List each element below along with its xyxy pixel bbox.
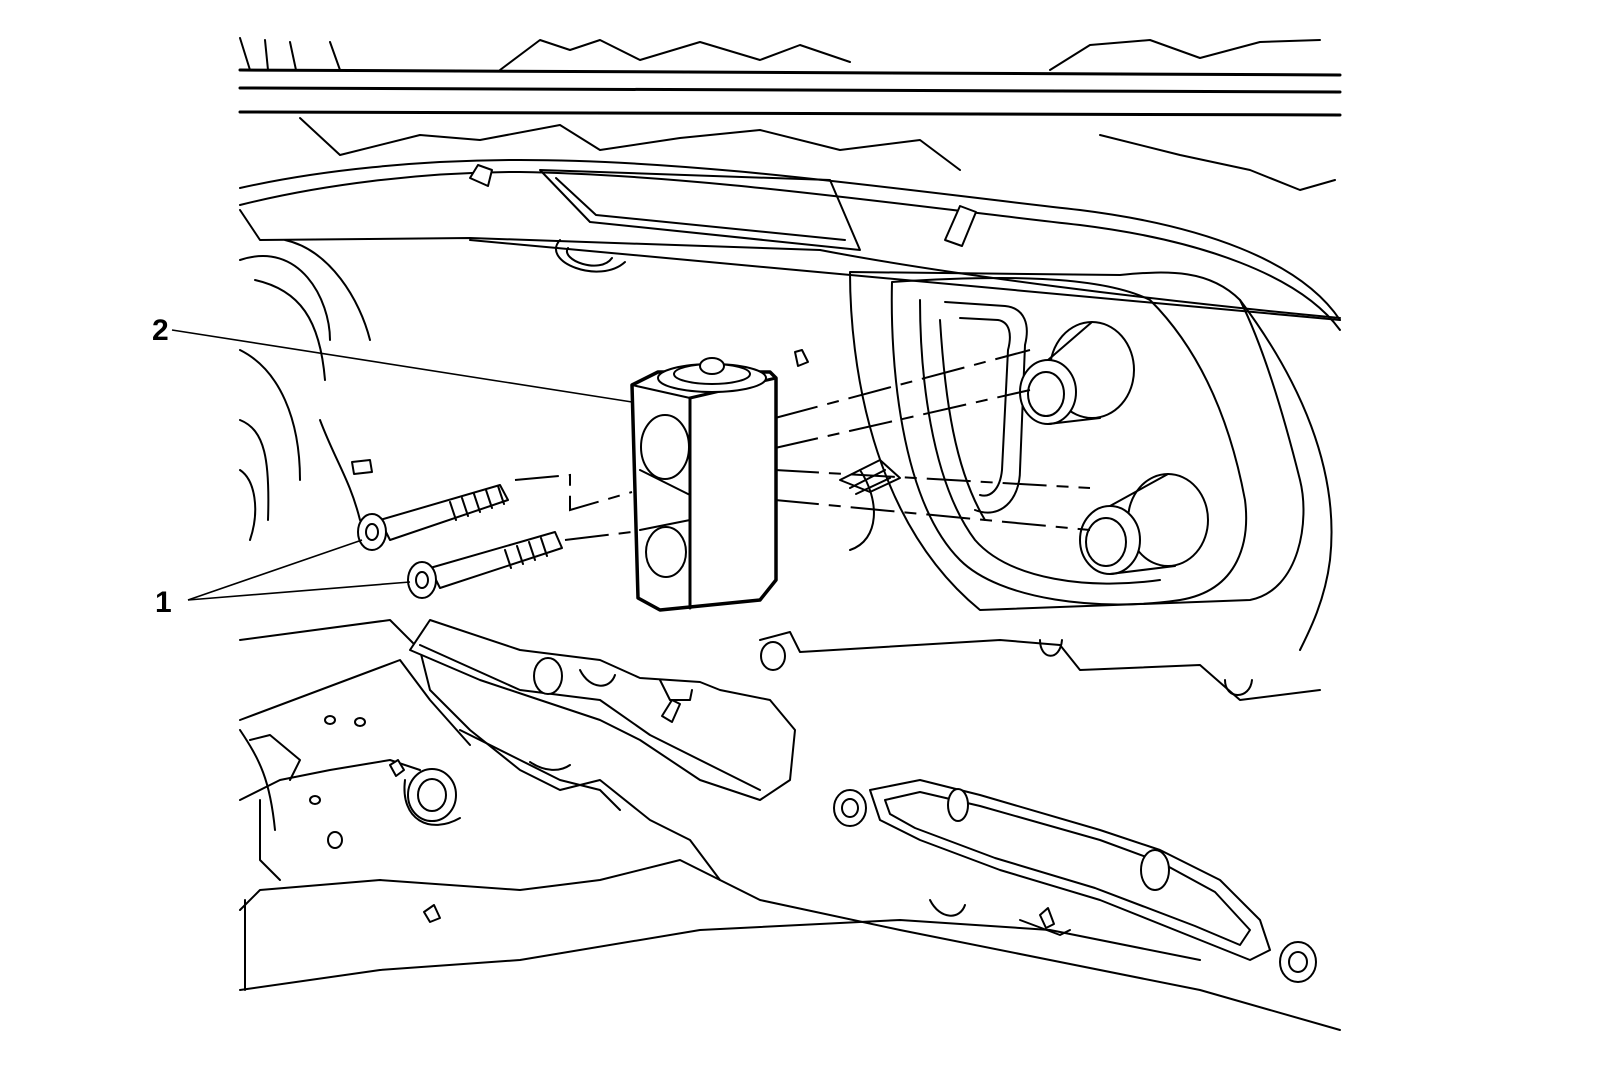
- callout-2: 2: [152, 314, 169, 347]
- left-housing-contours: [239, 239, 626, 541]
- lower-bracket-assembly: [239, 619, 1341, 1031]
- slotted-bracket: [833, 779, 1317, 983]
- leader-line-1a: [187, 539, 363, 601]
- leader-line-2: [171, 329, 633, 403]
- upper-cowl-panel: [238, 37, 1342, 367]
- leader-line-1b: [187, 581, 411, 601]
- callout-1: 1: [155, 586, 172, 619]
- mounting-bolts: [357, 469, 691, 599]
- expansion-valve: [630, 357, 778, 612]
- evaporator-flange-plate: [759, 271, 1333, 701]
- leader-lines: [171, 329, 633, 601]
- refrigerant-lines-phantom: [774, 349, 1091, 531]
